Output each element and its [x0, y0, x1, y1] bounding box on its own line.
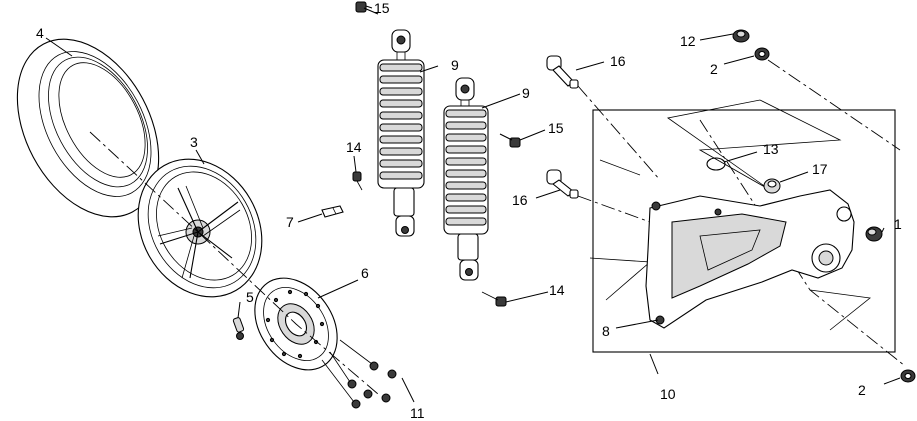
tire [16, 38, 160, 218]
shock-absorber-left [377, 29, 425, 237]
callout-12: 12 [680, 33, 696, 49]
callout-11: 11 [410, 405, 425, 421]
callout-2-top: 2 [710, 61, 718, 77]
long-bolt-top-16 [546, 55, 579, 89]
long-bolt-mid-16 [546, 169, 579, 199]
leader-lines [45, 5, 901, 403]
swing-arm-assembly [577, 59, 906, 367]
o-ring [706, 157, 726, 171]
callout-15-top: 15 [374, 0, 390, 16]
callout-3: 3 [190, 134, 198, 150]
collar [763, 178, 781, 194]
callout-16-mid: 16 [512, 192, 528, 208]
tire-valve [232, 317, 245, 340]
callout-14-right: 14 [549, 282, 565, 298]
bolt-right-15 [499, 133, 521, 148]
callout-9-right: 9 [522, 85, 530, 101]
callout-6: 6 [361, 265, 369, 281]
callout-10: 10 [660, 386, 676, 402]
wheel-rim [137, 158, 263, 298]
callout-5: 5 [246, 289, 254, 305]
washer-2-top [754, 47, 770, 61]
callout-15-right: 15 [548, 120, 564, 136]
callout-2-bottom: 2 [858, 382, 866, 398]
bolt-left-14 [352, 171, 363, 191]
callout-17: 17 [812, 161, 828, 177]
callout-8: 8 [602, 323, 610, 339]
bushing [321, 205, 344, 218]
nut-1 [865, 226, 883, 242]
callout-7: 7 [286, 214, 294, 230]
callout-13: 13 [763, 141, 779, 157]
callout-16-top: 16 [610, 53, 626, 69]
washer-2-bottom [900, 369, 916, 383]
nut-12 [732, 29, 750, 43]
callout-9-left: 9 [451, 57, 459, 73]
shock-absorber-right [443, 77, 489, 281]
callout-4: 4 [36, 25, 44, 41]
callout-labels: 1 2 2 3 4 5 6 7 8 9 9 10 11 12 13 14 14 … [36, 0, 902, 421]
callout-1: 1 [894, 216, 902, 232]
disc-bolts [321, 339, 397, 409]
bolt-top-15 [355, 1, 379, 15]
bolt-right-14 [481, 291, 507, 307]
callout-14-left: 14 [346, 139, 362, 155]
